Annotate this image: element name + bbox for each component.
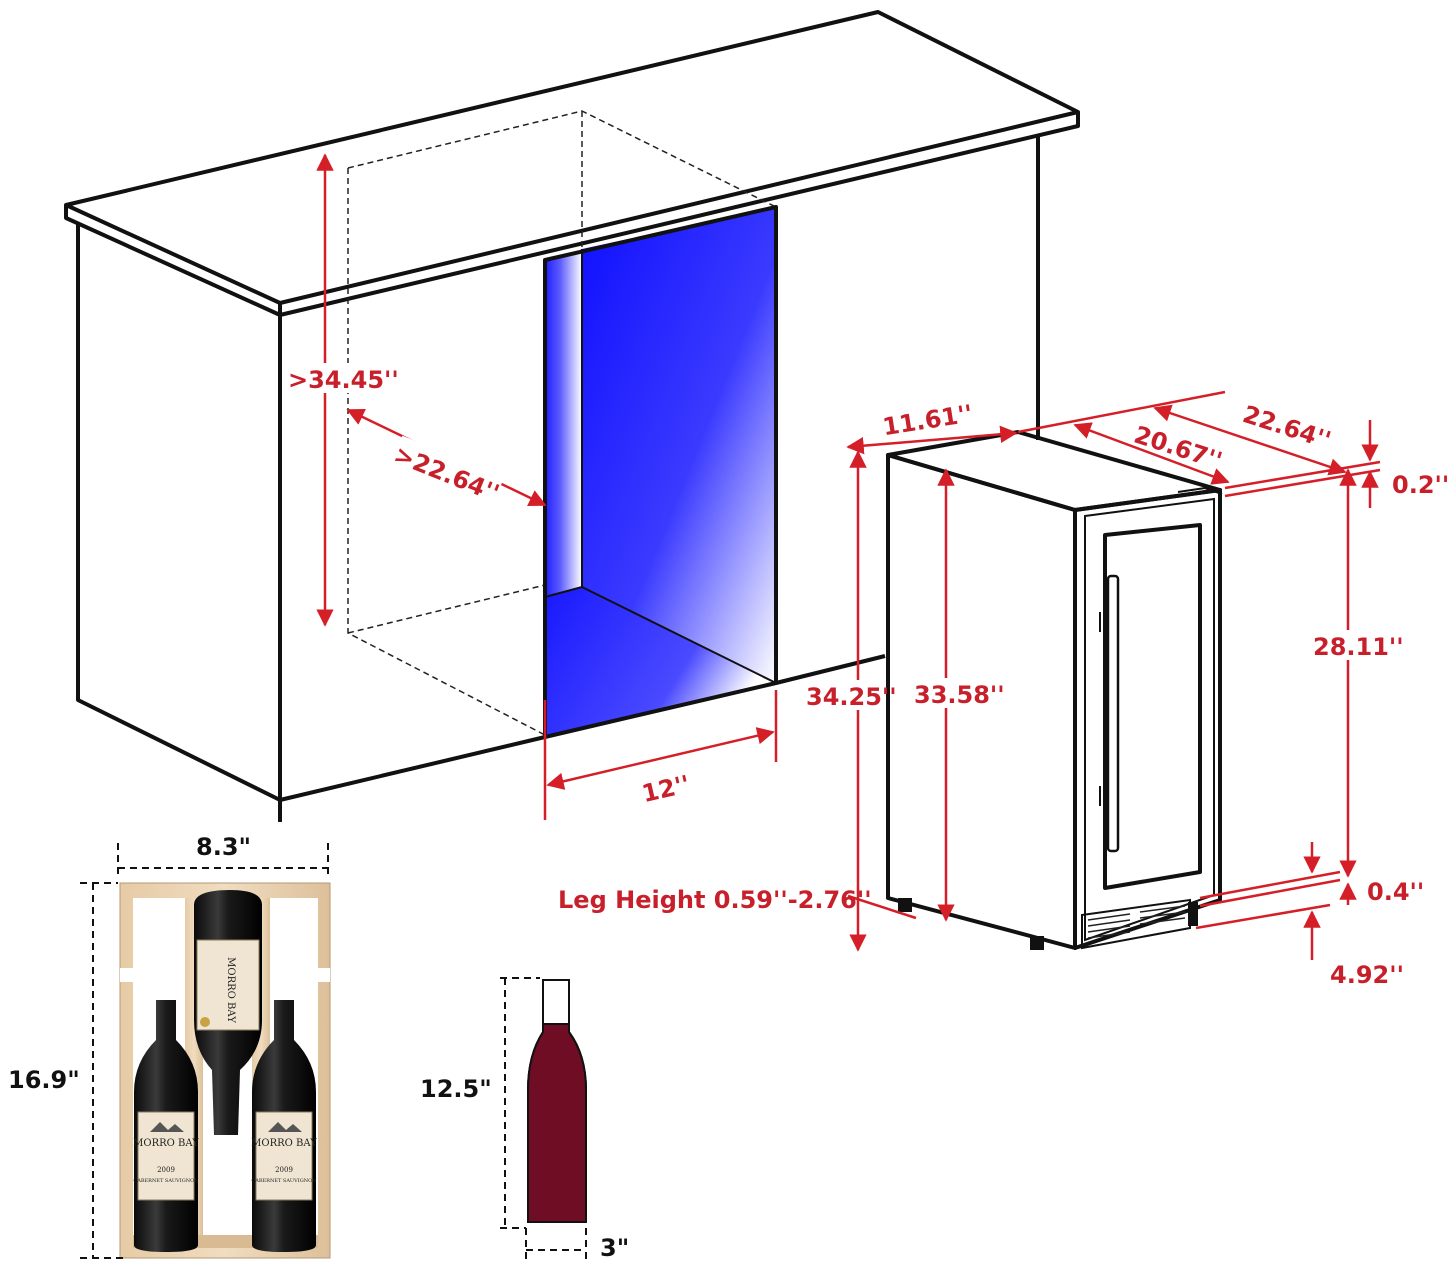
rack-width-label: 8.3" [196,833,251,861]
wine-fill [527,1023,587,1223]
center-bottle: MORRO BAY [194,890,262,1135]
cooler-body-height-label: 33.58'' [914,681,1005,709]
svg-text:MORRO BAY: MORRO BAY [225,957,236,1023]
svg-text:2009: 2009 [275,1166,293,1174]
wine-rack: MORRO BAY MORRO BAY 2009 CABERNET SAUVIG… [8,833,331,1259]
cabinet-width-arrow [546,727,775,790]
right-bottle: MORRO BAY 2009 CABERNET SAUVIGNON [251,1000,317,1252]
cooler-width-label: 11.61'' [881,399,975,441]
cooler-width-arrow [846,425,1018,455]
single-bottle: 12.5" 3" [420,977,629,1262]
cooler-bottom-gap-label: 0.4'' [1367,878,1424,906]
leg-height-label: Leg Height 0.59''-2.76'' [558,886,872,914]
cabinet-width-label: 12'' [639,770,692,808]
left-bottle: MORRO BAY 2009 CABERNET SAUVIGNON [133,1000,199,1252]
wine-cooler [886,430,1223,950]
cooler-total-height-label: 34.25'' [806,683,897,711]
svg-text:MORRO BAY: MORRO BAY [251,1138,317,1149]
cooler-top-gap-label: 0.2'' [1392,471,1449,499]
cooler-door-height-label: 28.11'' [1313,633,1404,661]
cooler-depth-total-label: 22.64'' [1239,400,1334,455]
kitchen-cabinet [64,10,1080,822]
cooler-dimensions: 11.61'' 20.67'' 22.64'' 0.2'' 28.11'' 34… [558,390,1449,989]
bottle-height-label: 12.5" [420,1075,492,1103]
cabinet-height-label: >34.45'' [288,366,399,394]
svg-text:CABERNET SAUVIGNON: CABERNET SAUVIGNON [133,1178,199,1184]
cooler-door-offset-label: 4.92'' [1330,961,1404,989]
rack-height-label: 16.9" [8,1066,80,1094]
svg-text:2009: 2009 [157,1166,175,1174]
svg-text:MORRO BAY: MORRO BAY [133,1138,199,1149]
bottle-diameter-label: 3" [600,1234,629,1262]
svg-text:CABERNET SAUVIGNON: CABERNET SAUVIGNON [251,1178,317,1184]
